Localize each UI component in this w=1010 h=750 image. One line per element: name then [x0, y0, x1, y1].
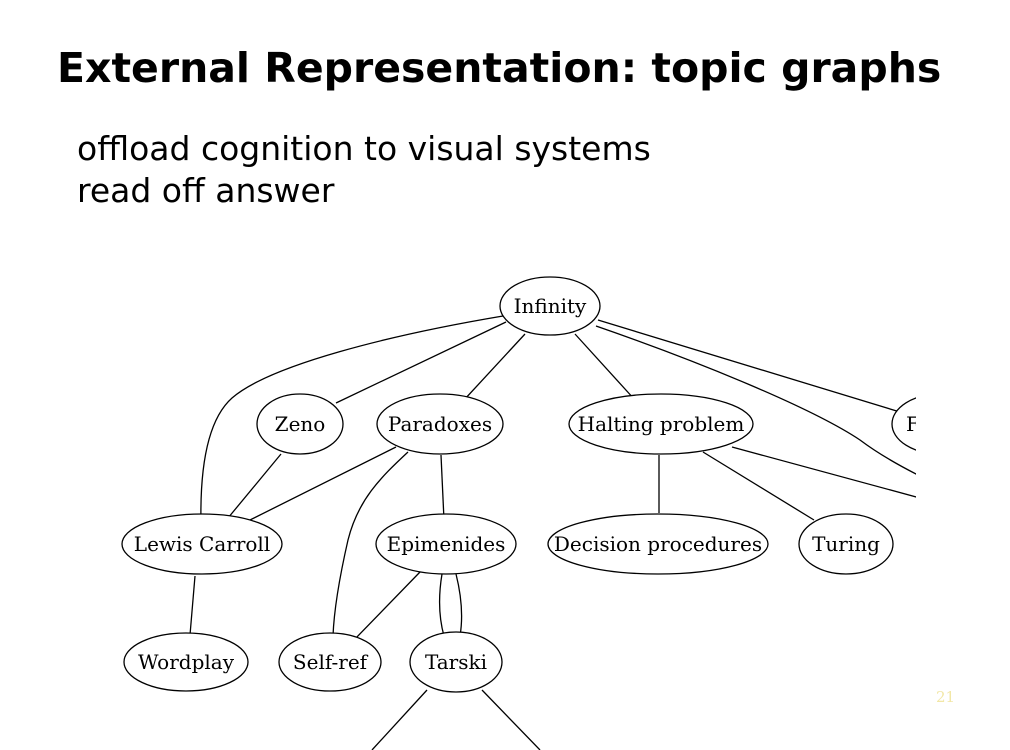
- graph-node-halting-problem: [568, 393, 754, 455]
- graph-node-f: [891, 397, 916, 451]
- node-label-wordplay: Wordplay: [138, 650, 235, 674]
- graph-node-wordplay: [123, 632, 249, 692]
- node-label-self-ref: Self-ref: [293, 650, 369, 674]
- edge-paradoxes-lewis-carroll: [247, 446, 397, 522]
- node-label-epimenides: Epimenides: [387, 532, 506, 556]
- edge-halting-turing: [702, 451, 815, 521]
- edge-infinity-f: [597, 319, 901, 413]
- edge-paradoxes-self-ref: [332, 451, 409, 637]
- edge-halting-offscreen: [731, 446, 916, 498]
- graph-node-tarski: [409, 631, 503, 693]
- edge-epimenides-tarski-2: [455, 573, 463, 637]
- graph-node-paradoxes: [376, 393, 504, 455]
- edge-epimenides-self-ref: [353, 571, 421, 641]
- edge-infinity-halting-problem: [574, 333, 636, 401]
- edge-zeno-lewis-carroll: [227, 453, 282, 519]
- node-label-paradoxes: Paradoxes: [388, 412, 492, 436]
- page-number: 21: [936, 688, 956, 706]
- graph-node-self-ref: [278, 632, 382, 692]
- edge-infinity-zeno: [335, 321, 507, 404]
- graph-node-lewis-carroll: [121, 513, 283, 575]
- node-label-zeno: Zeno: [275, 412, 326, 436]
- node-label-infinity: Infinity: [514, 294, 587, 318]
- graph-node-zeno: [256, 393, 344, 455]
- graph-node-turing: [798, 513, 894, 575]
- node-label-lewis-carroll: Lewis Carroll: [134, 532, 270, 556]
- node-label-halting-problem: Halting problem: [578, 412, 745, 436]
- graph-node-infinity: [499, 276, 601, 336]
- node-label-tarski: Tarski: [425, 650, 487, 674]
- bullet-item: offload cognition to visual systems: [77, 129, 651, 168]
- edge-epimenides-tarski: [438, 573, 445, 637]
- node-label-turing: Turing: [812, 532, 880, 556]
- bullet-list: offload cognition to visual systems read…: [77, 128, 651, 212]
- edge-infinity-offscreen: [595, 325, 916, 475]
- edge-infinity-paradoxes: [463, 333, 526, 401]
- graph-node-epimenides: [375, 513, 517, 575]
- edge-tarski-offscreen-right: [481, 689, 541, 750]
- bullet-item: read off answer: [77, 171, 335, 210]
- node-label-f: F: [906, 412, 920, 436]
- edge-tarski-offscreen-left: [371, 689, 428, 750]
- edge-infinity-lewis-carroll: [200, 315, 504, 525]
- edge-lewis-carroll-wordplay: [189, 575, 196, 636]
- graph-edges: [189, 315, 916, 750]
- node-label-decision-procedures: Decision procedures: [554, 532, 762, 556]
- slide-title: External Representation: topic graphs: [57, 44, 942, 92]
- edge-paradoxes-epimenides: [440, 454, 445, 521]
- graph-node-decision-procedures: [547, 513, 769, 575]
